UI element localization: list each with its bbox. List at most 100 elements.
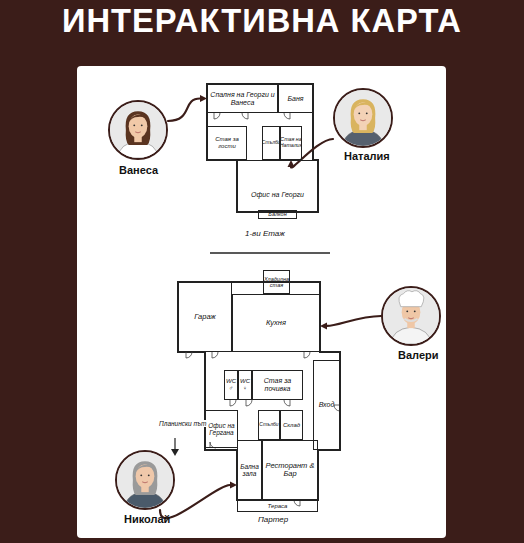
eye bbox=[414, 310, 416, 312]
character-portrait: Ванеса bbox=[105, 100, 171, 180]
character-portrait: Николай bbox=[112, 450, 178, 530]
floor-label: Планински път bbox=[158, 420, 208, 427]
room-box: Склад bbox=[280, 410, 303, 440]
mouth bbox=[360, 119, 366, 121]
arrowhead bbox=[230, 482, 237, 489]
room-name: Стая за почивка bbox=[253, 377, 302, 392]
room-name: Тераса bbox=[268, 503, 288, 510]
first-floor-outline bbox=[207, 84, 318, 212]
character-name: Николай bbox=[124, 513, 170, 525]
character-portrait: Валери bbox=[378, 286, 444, 366]
room-name: Балкон bbox=[268, 211, 286, 217]
room-box: Кухня bbox=[232, 294, 320, 352]
portrait-picture bbox=[110, 102, 166, 158]
room-name: ♂ bbox=[229, 385, 234, 392]
room-box: Балкон bbox=[258, 210, 297, 219]
character-portrait: Наталия bbox=[330, 88, 396, 168]
floor-label: Партер bbox=[257, 515, 289, 524]
eye bbox=[148, 474, 150, 476]
portrait-circle bbox=[115, 450, 175, 510]
arrowhead bbox=[200, 95, 207, 102]
arrow-line bbox=[327, 316, 381, 326]
room-name: Склад bbox=[283, 422, 300, 429]
room-name: Стая за гости bbox=[208, 136, 246, 149]
mouth bbox=[408, 317, 414, 319]
eye bbox=[133, 124, 135, 126]
face bbox=[136, 465, 155, 488]
shoulders bbox=[390, 327, 431, 344]
floor-label: 1-ви Етаж bbox=[244, 229, 286, 238]
room-box: Стая на Наталия bbox=[280, 126, 302, 160]
portrait-circle bbox=[108, 100, 168, 160]
room-name: Стълби bbox=[262, 140, 280, 145]
face bbox=[129, 115, 148, 138]
portrait-picture bbox=[335, 90, 391, 146]
room-box: Ресторант & Бар bbox=[262, 440, 318, 500]
eye bbox=[358, 112, 360, 114]
portrait-ground bbox=[117, 452, 173, 508]
room-box: Гараж bbox=[178, 282, 232, 352]
room-name: Кухня bbox=[266, 319, 286, 327]
room-name: Гараж bbox=[194, 313, 216, 321]
room-box: Офис на Георги bbox=[237, 160, 318, 212]
room-name: Вход bbox=[319, 401, 335, 409]
portrait-circle bbox=[381, 286, 441, 346]
room-name: ♀ bbox=[243, 385, 248, 392]
room-box: Стая за гости bbox=[207, 126, 247, 160]
eye bbox=[366, 112, 368, 114]
room-box: WC♀ bbox=[238, 370, 252, 400]
portrait-ground bbox=[110, 102, 166, 158]
hair bbox=[133, 461, 158, 495]
road-arrow bbox=[171, 438, 179, 456]
room-box: WC♂ bbox=[224, 370, 238, 400]
portrait-ground bbox=[335, 90, 391, 146]
arrowhead bbox=[288, 160, 295, 167]
arrowhead bbox=[320, 322, 327, 329]
room-name: Офис на Георги bbox=[251, 191, 304, 199]
character-name: Ванеса bbox=[119, 164, 158, 176]
eye bbox=[141, 124, 143, 126]
moustache bbox=[404, 319, 417, 321]
eye bbox=[406, 310, 408, 312]
page-title: ИНТЕРАКТИВНА КАРТА bbox=[0, 2, 524, 40]
fringe bbox=[354, 103, 373, 111]
room-name: Ресторант & Бар bbox=[263, 462, 317, 479]
room-box: Хладилна стая bbox=[263, 270, 290, 294]
room-name: Баня bbox=[287, 95, 303, 103]
room-name: WC bbox=[240, 378, 250, 385]
room-box: Вход bbox=[313, 360, 340, 450]
portrait-picture bbox=[383, 288, 439, 344]
fringe bbox=[136, 465, 155, 473]
door-symbols bbox=[186, 113, 340, 506]
room-name: Бална зала bbox=[238, 463, 261, 477]
room-name: Стая на Наталия bbox=[280, 137, 302, 149]
portrait-circle bbox=[333, 88, 393, 148]
room-box: Баня bbox=[278, 84, 313, 113]
room-name: Стълби bbox=[259, 422, 278, 428]
portrait-ground bbox=[383, 288, 439, 344]
hair bbox=[126, 111, 151, 145]
hair bbox=[351, 99, 376, 133]
character-name: Наталия bbox=[344, 150, 390, 162]
room-name: Хладилна стая bbox=[264, 276, 289, 288]
room-box: Стълби bbox=[262, 126, 280, 160]
mouth bbox=[142, 481, 148, 483]
pointer-arrow bbox=[168, 95, 207, 121]
fringe bbox=[129, 115, 148, 123]
pointer-arrow bbox=[320, 316, 381, 329]
room-name: WC bbox=[226, 378, 236, 385]
room-box: Офис на Гергана bbox=[205, 410, 238, 448]
character-name: Валери bbox=[398, 349, 439, 361]
chef-hat bbox=[399, 291, 424, 307]
eye bbox=[140, 474, 142, 476]
face bbox=[354, 103, 373, 126]
room-box: Стая за почивка bbox=[252, 370, 303, 400]
mouth bbox=[135, 131, 141, 133]
room-name: Спалня на Георги и Ванеса bbox=[208, 91, 277, 106]
room-box: Бална зала bbox=[237, 440, 262, 500]
portrait-picture bbox=[117, 452, 173, 508]
floor-separator bbox=[210, 252, 330, 254]
room-box: Стълби bbox=[258, 410, 280, 440]
room-box: Спалня на Георги и Ванеса bbox=[207, 84, 278, 113]
arrow-line bbox=[168, 99, 200, 122]
